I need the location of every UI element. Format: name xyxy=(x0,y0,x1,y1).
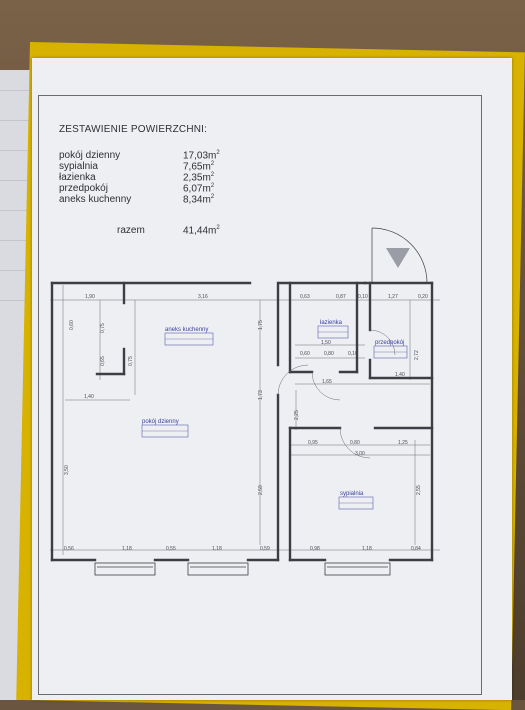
dim-label: 1,40 xyxy=(84,394,94,400)
total-area: 41,44m2 xyxy=(183,225,220,237)
room-label-sypialnia: sypialnia xyxy=(340,491,364,497)
dim-label: 0,65 xyxy=(100,356,106,366)
room-label-aneks: aneks kuchenny xyxy=(165,327,208,333)
dim-label: 1,18 xyxy=(122,546,132,552)
room-name: aneks kuchenny xyxy=(59,194,132,205)
dim-label: 3,00 xyxy=(355,451,365,457)
dim-label: 0,10 xyxy=(348,351,358,357)
dim-label: 1,50 xyxy=(321,340,331,346)
dim-label: 0,63 xyxy=(300,294,310,300)
room-name: łazienka xyxy=(59,172,96,183)
room-area: 2,35m2 xyxy=(183,172,215,184)
dim-label: 1,27 xyxy=(388,294,398,300)
dim-label: 1,90 xyxy=(85,294,95,300)
room-area: 7,65m2 xyxy=(183,161,215,173)
dim-label: 0,95 xyxy=(308,440,318,446)
dim-label: 1,18 xyxy=(212,546,222,552)
windows xyxy=(94,562,391,576)
dim-label: 1,40 xyxy=(395,372,405,378)
dim-label: 2,59 xyxy=(258,485,264,495)
dim-label: 1,73 xyxy=(258,390,264,400)
dim-label: 0,84 xyxy=(411,546,421,552)
door-swings xyxy=(277,329,396,459)
dim-label: 0,80 xyxy=(324,351,334,357)
dim-label: 0,60 xyxy=(300,351,310,357)
dim-label: 1,18 xyxy=(362,546,372,552)
room-name: przedpokój xyxy=(59,183,108,194)
room-label-boxes xyxy=(141,325,408,510)
total-label: razem xyxy=(117,225,145,236)
room-area: 17,03m2 xyxy=(183,150,220,162)
dimension-labels: 1,90 3,16 0,63 0,87 0,10 1,27 0,20 0,60 … xyxy=(64,294,428,552)
dim-label: 1,75 xyxy=(258,320,264,330)
dim-label: 2,25 xyxy=(294,410,300,420)
room-label-pokoj: pokój dzienny xyxy=(142,419,179,425)
dim-label: 0,60 xyxy=(69,320,75,330)
room-area: 8,34m2 xyxy=(183,194,215,206)
dim-label: 0,56 xyxy=(64,546,74,552)
dim-label: 0,75 xyxy=(100,323,106,333)
dim-label: 0,55 xyxy=(166,546,176,552)
dim-label: 2,55 xyxy=(416,485,422,495)
walls xyxy=(50,281,434,562)
entrance-door xyxy=(371,227,428,284)
dim-label: 3,50 xyxy=(64,465,70,475)
room-area: 6,07m2 xyxy=(183,183,215,195)
dim-label: 1,25 xyxy=(398,440,408,446)
dim-label: 1,65 xyxy=(322,379,332,385)
dim-label: 0,20 xyxy=(418,294,428,300)
dimension-lines xyxy=(50,285,440,555)
drawing-frame xyxy=(38,95,482,695)
dim-label: 0,75 xyxy=(128,356,134,366)
dim-label: 3,16 xyxy=(198,294,208,300)
room-label-lazienka: łazienka xyxy=(320,320,343,326)
entry-arrow-icon xyxy=(386,248,410,268)
dim-label: 2,72 xyxy=(414,350,420,360)
dim-label: 0,10 xyxy=(358,294,368,300)
dim-label: 0,59 xyxy=(260,546,270,552)
room-name: pokój dzienny xyxy=(59,150,121,161)
summary-title: ZESTAWIENIE POWIERZCHNI: xyxy=(59,124,208,135)
room-label-przedpokoj: przedpokój xyxy=(375,340,404,346)
room-name: sypialnia xyxy=(59,161,98,172)
dim-label: 0,80 xyxy=(350,440,360,446)
dim-label: 0,87 xyxy=(336,294,346,300)
dim-label: 0,98 xyxy=(310,546,320,552)
